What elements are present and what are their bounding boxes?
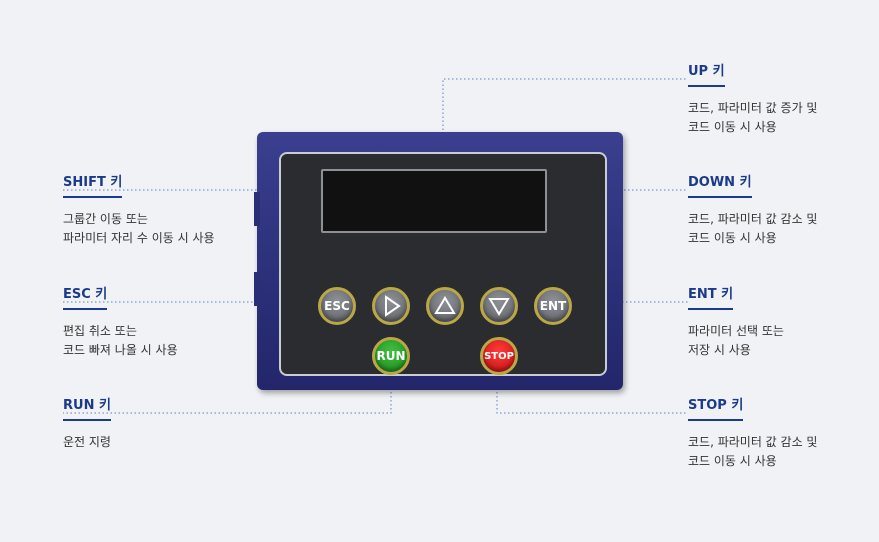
play-right-icon bbox=[385, 295, 401, 317]
run-key-label: RUN bbox=[376, 349, 406, 363]
leader-run bbox=[63, 380, 392, 414]
callout-up: UP 키 코드, 파라미터 값 증가 및 코드 이동 시 사용 bbox=[688, 60, 879, 137]
callout-up-title: UP 키 bbox=[688, 60, 725, 87]
leader-stop bbox=[496, 380, 688, 414]
device-notch bbox=[254, 272, 260, 306]
shift-key[interactable] bbox=[372, 287, 410, 325]
callout-ent-desc: 파라미터 선택 또는 저장 시 사용 bbox=[688, 324, 784, 357]
keypad-panel: ESC ENT RUN STOP bbox=[279, 152, 607, 376]
callout-esc-desc: 편집 취소 또는 코드 빠져 나올 시 사용 bbox=[63, 324, 178, 357]
callout-down-title: DOWN 키 bbox=[688, 171, 752, 198]
ent-key-label: ENT bbox=[539, 299, 567, 313]
callout-run: RUN 키 운전 지령 bbox=[63, 394, 263, 452]
triangle-up-icon bbox=[434, 296, 456, 314]
callout-shift-title: SHIFT 키 bbox=[63, 171, 123, 198]
down-key[interactable] bbox=[480, 287, 518, 325]
callout-down-desc: 코드, 파라미터 값 감소 및 코드 이동 시 사용 bbox=[688, 212, 818, 245]
callout-stop-title: STOP 키 bbox=[688, 394, 744, 421]
ent-key[interactable]: ENT bbox=[534, 287, 572, 325]
callout-stop-desc: 코드, 파라미터 값 감소 및 코드 이동 시 사용 bbox=[688, 435, 818, 468]
callout-stop: STOP 키 코드, 파라미터 값 감소 및 코드 이동 시 사용 bbox=[688, 394, 879, 471]
callout-shift: SHIFT 키 그룹간 이동 또는 파라미터 자리 수 이동 시 사용 bbox=[63, 171, 263, 248]
keypad-device: ESC ENT RUN STOP bbox=[254, 132, 623, 390]
callout-ent: ENT 키 파라미터 선택 또는 저장 시 사용 bbox=[688, 283, 879, 360]
callout-up-desc: 코드, 파라미터 값 증가 및 코드 이동 시 사용 bbox=[688, 101, 818, 134]
esc-key[interactable]: ESC bbox=[318, 287, 356, 325]
callout-ent-title: ENT 키 bbox=[688, 283, 734, 310]
device-notch bbox=[254, 192, 260, 226]
callout-esc: ESC 키 편집 취소 또는 코드 빠져 나올 시 사용 bbox=[63, 283, 263, 360]
callout-run-title: RUN 키 bbox=[63, 394, 111, 421]
callout-esc-title: ESC 키 bbox=[63, 283, 108, 310]
callout-run-desc: 운전 지령 bbox=[63, 435, 111, 449]
triangle-down-icon bbox=[488, 298, 510, 316]
callout-down: DOWN 키 코드, 파라미터 값 감소 및 코드 이동 시 사용 bbox=[688, 171, 879, 248]
callout-shift-desc: 그룹간 이동 또는 파라미터 자리 수 이동 시 사용 bbox=[63, 212, 215, 245]
display-screen bbox=[321, 169, 547, 233]
stop-key-label: STOP bbox=[484, 350, 514, 362]
stop-key[interactable]: STOP bbox=[480, 337, 518, 375]
run-key[interactable]: RUN bbox=[372, 337, 410, 375]
esc-key-label: ESC bbox=[324, 299, 350, 313]
up-key[interactable] bbox=[426, 287, 464, 325]
